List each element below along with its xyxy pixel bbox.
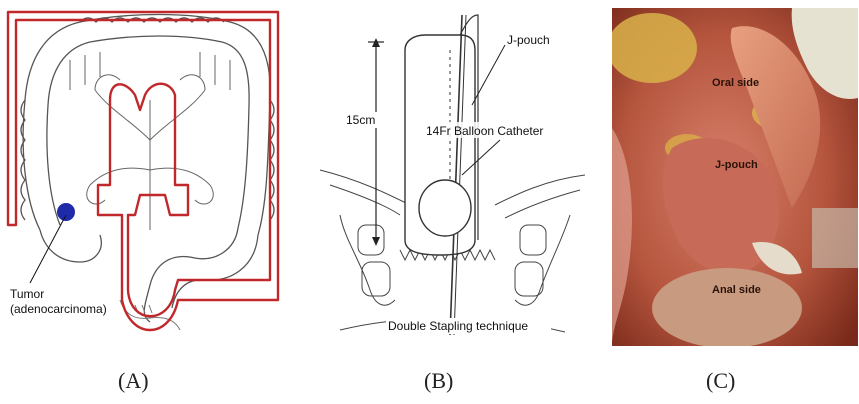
retractor (812, 208, 858, 268)
jpouch-illustration: 15cm J-pouch 14Fr Balloon Catheter Doubl… (300, 0, 605, 345)
tumor-label: Tumor (10, 287, 44, 301)
caption-b: (B) (424, 368, 453, 394)
jpouch-photo-label: J-pouch (715, 159, 758, 171)
jpouch-label: J-pouch (507, 33, 550, 47)
length-label: 15cm (346, 113, 375, 127)
length-arrow-bottom (372, 237, 380, 246)
tumor-leader-line (30, 215, 66, 283)
caption-c: (C) (706, 368, 735, 394)
large-intestine-drawing (21, 15, 274, 323)
panel-c-intraoperative-photo: Oral side J-pouch Anal side (612, 8, 858, 346)
technique-label: Double Stapling technique (388, 319, 528, 333)
anal-side-tissue (652, 268, 802, 346)
panel-b-jpouch-schematic: 15cm J-pouch 14Fr Balloon Catheter Doubl… (300, 0, 605, 345)
panel-a-colon-diagram: Tumor (adenocarcinoma) (0, 0, 300, 345)
catheter-label: 14Fr Balloon Catheter (426, 124, 543, 138)
mesenteric-vessels (70, 52, 230, 230)
jpouch-leader (472, 45, 505, 105)
caption-a: (A) (118, 368, 149, 394)
anal-side-label: Anal side (712, 284, 761, 296)
oral-side-label: Oral side (712, 77, 759, 89)
catheter-balloon (419, 180, 471, 236)
surgical-photo: Oral side J-pouch Anal side (612, 8, 858, 346)
colon-illustration: Tumor (adenocarcinoma) (0, 0, 300, 345)
tumor-marker (57, 203, 75, 221)
tumor-type-label: (adenocarcinoma) (10, 302, 107, 316)
